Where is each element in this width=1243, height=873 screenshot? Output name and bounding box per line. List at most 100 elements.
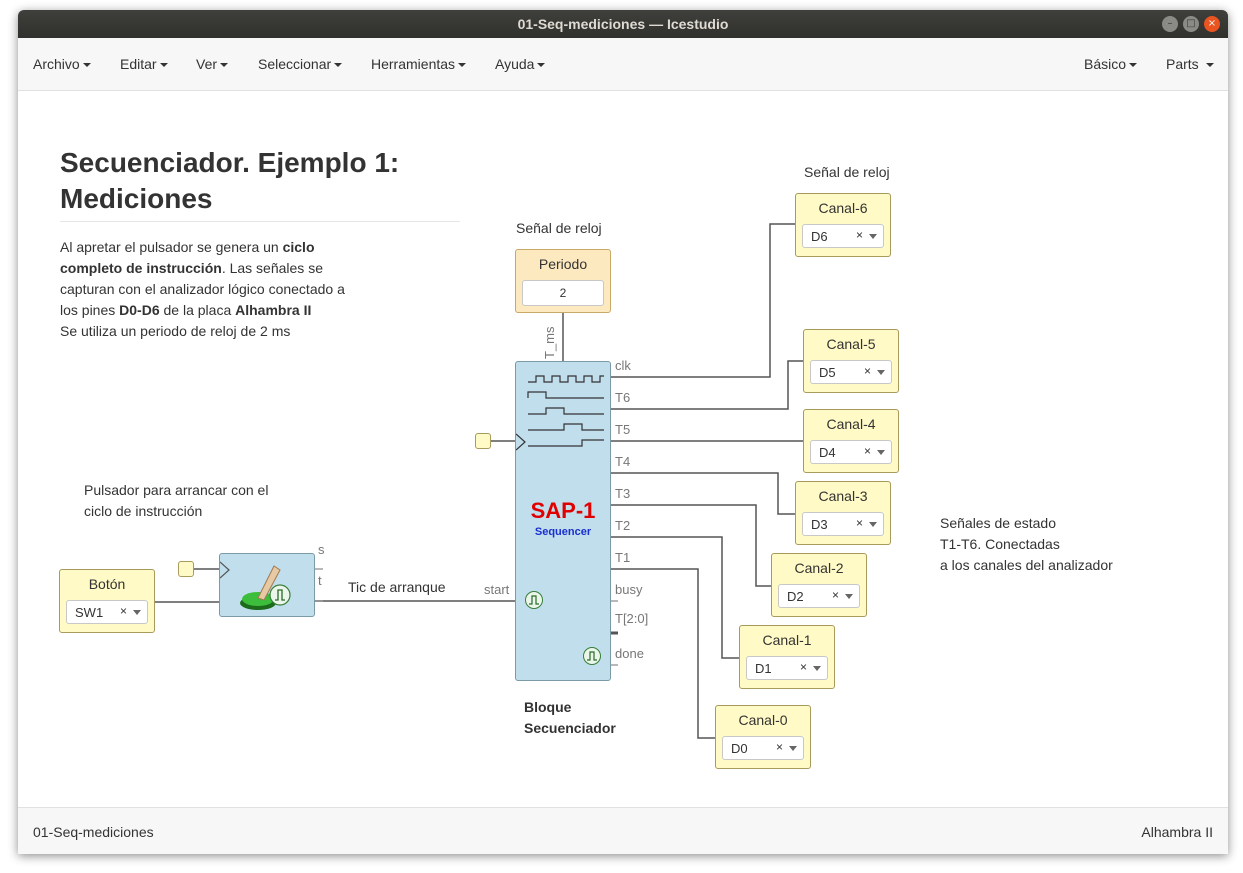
pin-select[interactable]: D5 × <box>810 360 892 384</box>
port-t5: T5 <box>615 422 631 437</box>
waveform-icon <box>515 375 604 451</box>
clock-input[interactable] <box>475 433 491 449</box>
button-module[interactable] <box>219 553 315 617</box>
chevron-down-icon[interactable] <box>789 746 797 751</box>
clear-icon[interactable]: × <box>775 740 783 754</box>
title-line: Secuenciador. Ejemplo 1: <box>60 147 400 178</box>
periodo-input[interactable]: 2 <box>522 280 604 306</box>
pin-select[interactable]: D3 × <box>802 512 884 536</box>
caret-down-icon <box>1205 63 1214 68</box>
chevron-down-icon[interactable] <box>869 522 877 527</box>
port-clk: clk <box>615 358 631 373</box>
status-bar: 01-Seq-mediciones Alhambra II <box>18 807 1228 854</box>
menu-ayuda[interactable]: Ayuda <box>495 56 546 72</box>
port-start: start <box>484 582 510 597</box>
menu-basico[interactable]: Básico <box>1084 56 1138 72</box>
pin-select[interactable]: D6 × <box>802 224 884 248</box>
pulse-icon <box>583 647 601 665</box>
canal-0-block[interactable]: Canal-0 D0× <box>715 705 811 769</box>
block-title: Botón <box>88 576 126 592</box>
pin-select[interactable]: D0× <box>722 736 804 760</box>
clear-icon[interactable]: × <box>863 444 871 458</box>
port-t6: T6 <box>615 390 631 405</box>
chevron-down-icon[interactable] <box>133 610 141 615</box>
clear-icon[interactable]: × <box>799 660 807 674</box>
canal-6-block[interactable]: Canal-6 D6 × <box>795 193 891 257</box>
select-value: D6 <box>811 229 828 244</box>
clear-icon[interactable]: × <box>863 364 871 378</box>
clock-input[interactable] <box>178 561 194 577</box>
menu-herramientas[interactable]: Herramientas <box>371 56 467 72</box>
menu-label: Básico <box>1084 56 1127 72</box>
pulsador-note: Pulsador para arrancar con el ciclo de i… <box>84 482 269 519</box>
menu-archivo[interactable]: Archivo <box>33 56 91 72</box>
chevron-down-icon[interactable] <box>869 234 877 239</box>
caret-down-icon <box>537 63 546 68</box>
block-title: Canal-6 <box>818 200 868 216</box>
clear-icon[interactable]: × <box>855 516 863 530</box>
menu-seleccionar[interactable]: Seleccionar <box>258 56 343 72</box>
clear-icon[interactable]: × <box>831 588 839 602</box>
caret-down-icon <box>82 63 91 68</box>
block-title: Canal-2 <box>794 560 844 576</box>
canal-3-block[interactable]: Canal-3 D3× <box>795 481 891 545</box>
block-title: Canal-5 <box>826 336 876 352</box>
menu-parts[interactable]: Parts <box>1166 56 1214 72</box>
menu-editar[interactable]: Editar <box>120 56 168 72</box>
block-title: Periodo <box>538 256 588 272</box>
chevron-down-icon[interactable] <box>845 594 853 599</box>
select-value: D4 <box>819 445 836 460</box>
periodo-block[interactable]: Periodo 2 <box>515 249 611 313</box>
push-button-icon <box>219 561 291 610</box>
pin-select[interactable]: D2 × <box>778 584 860 608</box>
port-busy: busy <box>615 582 643 597</box>
canal-5-block[interactable]: Canal-5 D5 × <box>803 329 899 393</box>
pin-select[interactable]: D1 × <box>746 656 828 680</box>
caret-down-icon <box>334 63 343 68</box>
clock-label: Señal de reloj <box>804 164 890 180</box>
boton-block[interactable]: Botón SW1 × <box>59 569 155 633</box>
menu-ver[interactable]: Ver <box>196 56 229 72</box>
menu-label: Seleccionar <box>258 56 332 72</box>
clear-icon[interactable]: × <box>119 604 127 618</box>
port-t: t <box>318 573 322 588</box>
port-t2: T2 <box>615 518 631 533</box>
board-name[interactable]: Alhambra II <box>1141 824 1213 840</box>
project-name: 01-Seq-mediciones <box>33 824 154 840</box>
title-bar: 01-Seq-mediciones — Icestudio – □ × <box>18 10 1228 38</box>
wire-t4 <box>610 472 796 515</box>
port-done: done <box>615 646 644 661</box>
chevron-down-icon[interactable] <box>813 666 821 671</box>
menu-label: Ver <box>196 56 218 72</box>
pin-select[interactable]: SW1 × <box>66 600 148 624</box>
block-title: Canal-0 <box>738 712 788 728</box>
sap1-module[interactable]: SAP-1 Sequencer <box>515 361 611 681</box>
select-value: D2 <box>787 589 804 604</box>
app-window: 01-Seq-mediciones — Icestudio – □ × Arch… <box>18 10 1228 854</box>
maximize-icon[interactable]: □ <box>1183 16 1199 32</box>
pulse-icon <box>525 591 543 609</box>
pin-select[interactable]: D4 × <box>810 440 892 464</box>
canal-2-block[interactable]: Canal-2 D2 × <box>771 553 867 617</box>
select-value: D3 <box>811 517 828 532</box>
minimize-icon[interactable]: – <box>1162 16 1178 32</box>
select-value: D1 <box>755 661 772 676</box>
wires-layer <box>155 223 804 739</box>
port-t1: T1 <box>615 550 631 565</box>
port-s: s <box>318 542 325 557</box>
window-title: 01-Seq-mediciones — Icestudio <box>517 16 729 32</box>
block-title: Canal-1 <box>762 632 812 648</box>
clear-icon[interactable]: × <box>855 228 863 242</box>
sap1-name: SAP-1 <box>530 498 596 523</box>
menu-label: Editar <box>120 56 157 72</box>
menu-label: Parts <box>1166 56 1199 72</box>
select-value: D5 <box>819 365 836 380</box>
chevron-down-icon[interactable] <box>877 450 885 455</box>
chevron-down-icon[interactable] <box>877 370 885 375</box>
canal-4-block[interactable]: Canal-4 D4× <box>803 409 899 473</box>
close-icon[interactable]: × <box>1204 16 1220 32</box>
select-value: SW1 <box>75 605 104 620</box>
caret-down-icon <box>159 63 168 68</box>
design-canvas[interactable]: Secuenciador. Ejemplo 1: Mediciones Al a… <box>18 91 1228 807</box>
canal-1-block[interactable]: Canal-1 D1 × <box>739 625 835 689</box>
